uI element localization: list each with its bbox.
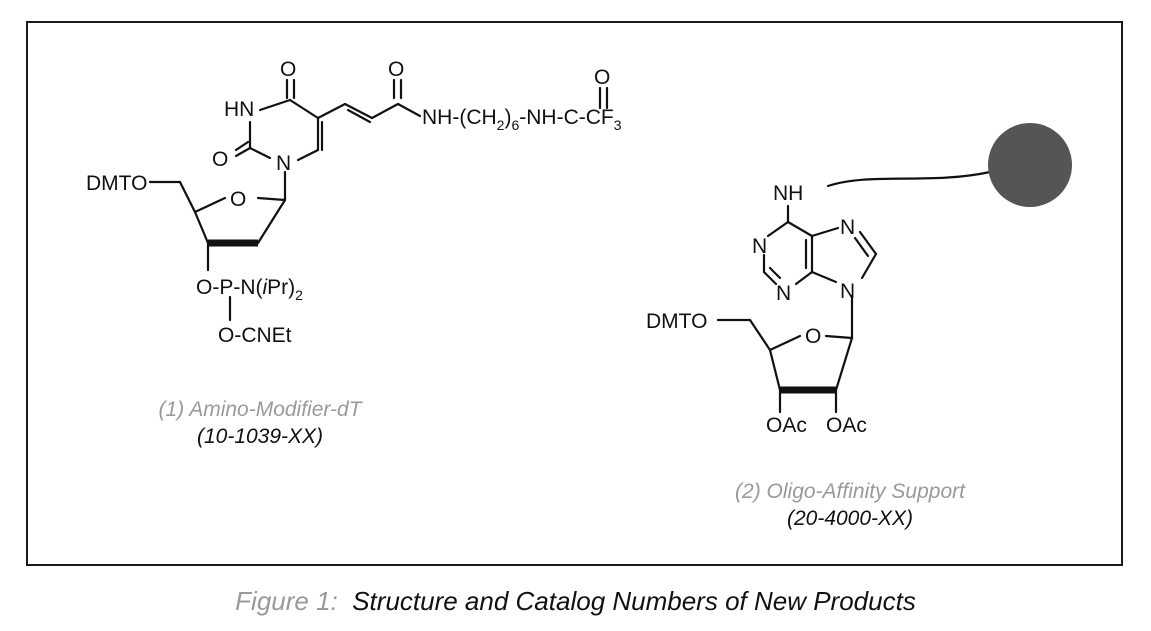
c2-oac-2: OAc [826, 414, 867, 437]
compound-2-name: (2) Oligo-Affinity Support [735, 480, 965, 503]
c2-atom-n1: N [752, 235, 767, 258]
c2-atom-n3: N [776, 282, 791, 305]
c1-atom-tfa-o: O [594, 66, 610, 89]
figure-number: Figure 1: [235, 586, 338, 616]
c1-cyanoethyl: O-CNEt [218, 324, 292, 347]
c1-atom-amide-o: O [388, 58, 404, 81]
c2-atom-n9: N [840, 280, 855, 303]
compound-1-catalog: (10-1039-XX) [196, 425, 324, 448]
compound-1-name: (1) Amino-Modifier-dT [158, 398, 362, 421]
figure-caption: Figure 1: Structure and Catalog Numbers … [0, 586, 1151, 617]
c1-atom-hn: HN [224, 98, 254, 121]
compound-1-caption: (1) Amino-Modifier-dT (10-1039-XX) [110, 396, 410, 450]
c2-atom-ring-o: O [805, 325, 821, 348]
c1-atom-o-top: O [280, 58, 296, 81]
c1-atom-o-c2: O [212, 148, 228, 171]
c2-dmto: DMTO [646, 310, 707, 333]
c2-oac-3: OAc [766, 414, 807, 437]
compound-1-structure [148, 78, 609, 322]
c1-atom-ring-o: O [230, 188, 246, 211]
c1-dmto: DMTO [86, 172, 147, 195]
c1-atom-n1: N [276, 152, 291, 175]
c1-phosphoramidite: O-P-N(iPr)2 [196, 276, 303, 303]
figure-title: Structure and Catalog Numbers of New Pro… [352, 586, 916, 616]
compound-2-structure [716, 170, 992, 414]
c2-atom-n7: N [840, 216, 855, 239]
compound-2-caption: (2) Oligo-Affinity Support (20-4000-XX) [680, 478, 1020, 532]
figure-frame [26, 21, 1123, 566]
c2-atom-nh: NH [773, 182, 803, 205]
solid-support-bead [988, 123, 1072, 207]
compound-2-catalog: (20-4000-XX) [786, 507, 914, 530]
c1-chain-label: NH-(CH2)6-NH-C-CF3 [422, 106, 622, 133]
